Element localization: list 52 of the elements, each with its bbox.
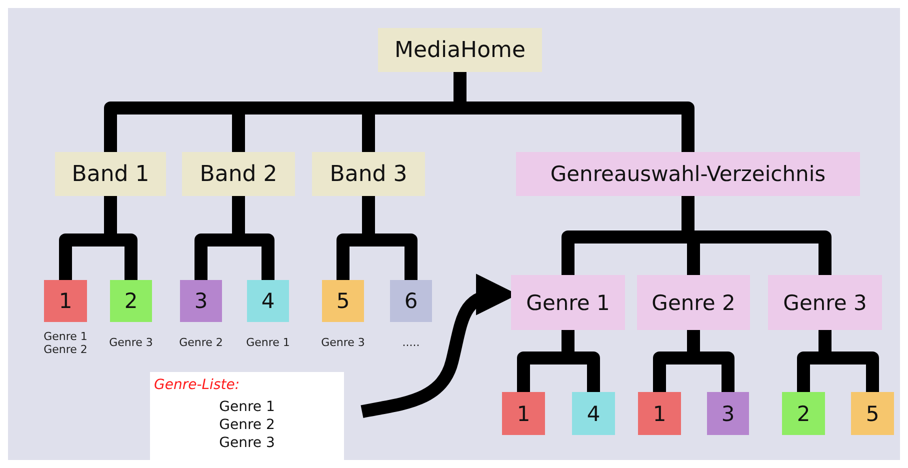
folder-label: Band 2 bbox=[200, 162, 278, 186]
item-number: 3 bbox=[721, 402, 735, 426]
folder-label: Band 3 bbox=[330, 162, 408, 186]
item-number: 5 bbox=[336, 289, 350, 313]
genre-note: Genre 3 bbox=[108, 336, 154, 349]
folder-label: Genreauswahl-Verzeichnis bbox=[550, 162, 826, 186]
folder-label: Genre 3 bbox=[783, 290, 867, 314]
item-number: 1 bbox=[516, 402, 530, 426]
folder-box bbox=[511, 275, 625, 330]
item-square bbox=[390, 280, 432, 322]
list-item: Genre 2 bbox=[219, 416, 275, 434]
folder-box bbox=[55, 152, 166, 196]
item-square bbox=[110, 280, 152, 322]
genre-note: Genre 1 bbox=[42, 330, 88, 343]
folder-label: Band 1 bbox=[72, 162, 150, 186]
item-number: 1 bbox=[652, 402, 666, 426]
folder-box bbox=[182, 152, 295, 196]
item-number: 2 bbox=[796, 402, 810, 426]
item-square bbox=[247, 280, 289, 322]
item-square bbox=[707, 392, 749, 435]
genre-note: Genre 1 bbox=[245, 336, 291, 349]
item-square bbox=[502, 392, 545, 435]
folder-label: Genre 2 bbox=[652, 290, 736, 314]
item-number: 3 bbox=[194, 289, 208, 313]
item-number: 1 bbox=[58, 289, 72, 313]
folder-label: Genre 1 bbox=[526, 290, 610, 314]
item-number: 4 bbox=[261, 289, 275, 313]
item-number: 6 bbox=[404, 289, 418, 313]
item-number: 2 bbox=[124, 289, 138, 313]
folder-box bbox=[516, 152, 860, 196]
folder-box bbox=[768, 275, 882, 330]
list-heading: Genre-Liste: bbox=[153, 376, 240, 394]
item-number: 4 bbox=[586, 402, 600, 426]
list-item: Genre 1 bbox=[219, 398, 275, 416]
folder-box bbox=[637, 275, 750, 330]
genre-note: Genre 2 bbox=[42, 343, 88, 356]
item-square bbox=[322, 280, 364, 322]
item-square bbox=[851, 392, 894, 435]
item-number: 5 bbox=[866, 402, 880, 426]
folder-label: MediaHome bbox=[394, 38, 526, 62]
item-square bbox=[44, 280, 87, 322]
list-item: Genre 3 bbox=[219, 434, 275, 452]
item-square bbox=[638, 392, 681, 435]
list-box bbox=[150, 372, 344, 460]
item-square bbox=[782, 392, 825, 435]
item-square bbox=[180, 280, 222, 322]
folder-box bbox=[312, 152, 425, 196]
genre-note: Genre 2 bbox=[178, 336, 224, 349]
item-square bbox=[572, 392, 615, 435]
genre-note: ..... bbox=[401, 336, 421, 349]
folder-box bbox=[378, 28, 542, 72]
genre-note: Genre 3 bbox=[320, 336, 366, 349]
